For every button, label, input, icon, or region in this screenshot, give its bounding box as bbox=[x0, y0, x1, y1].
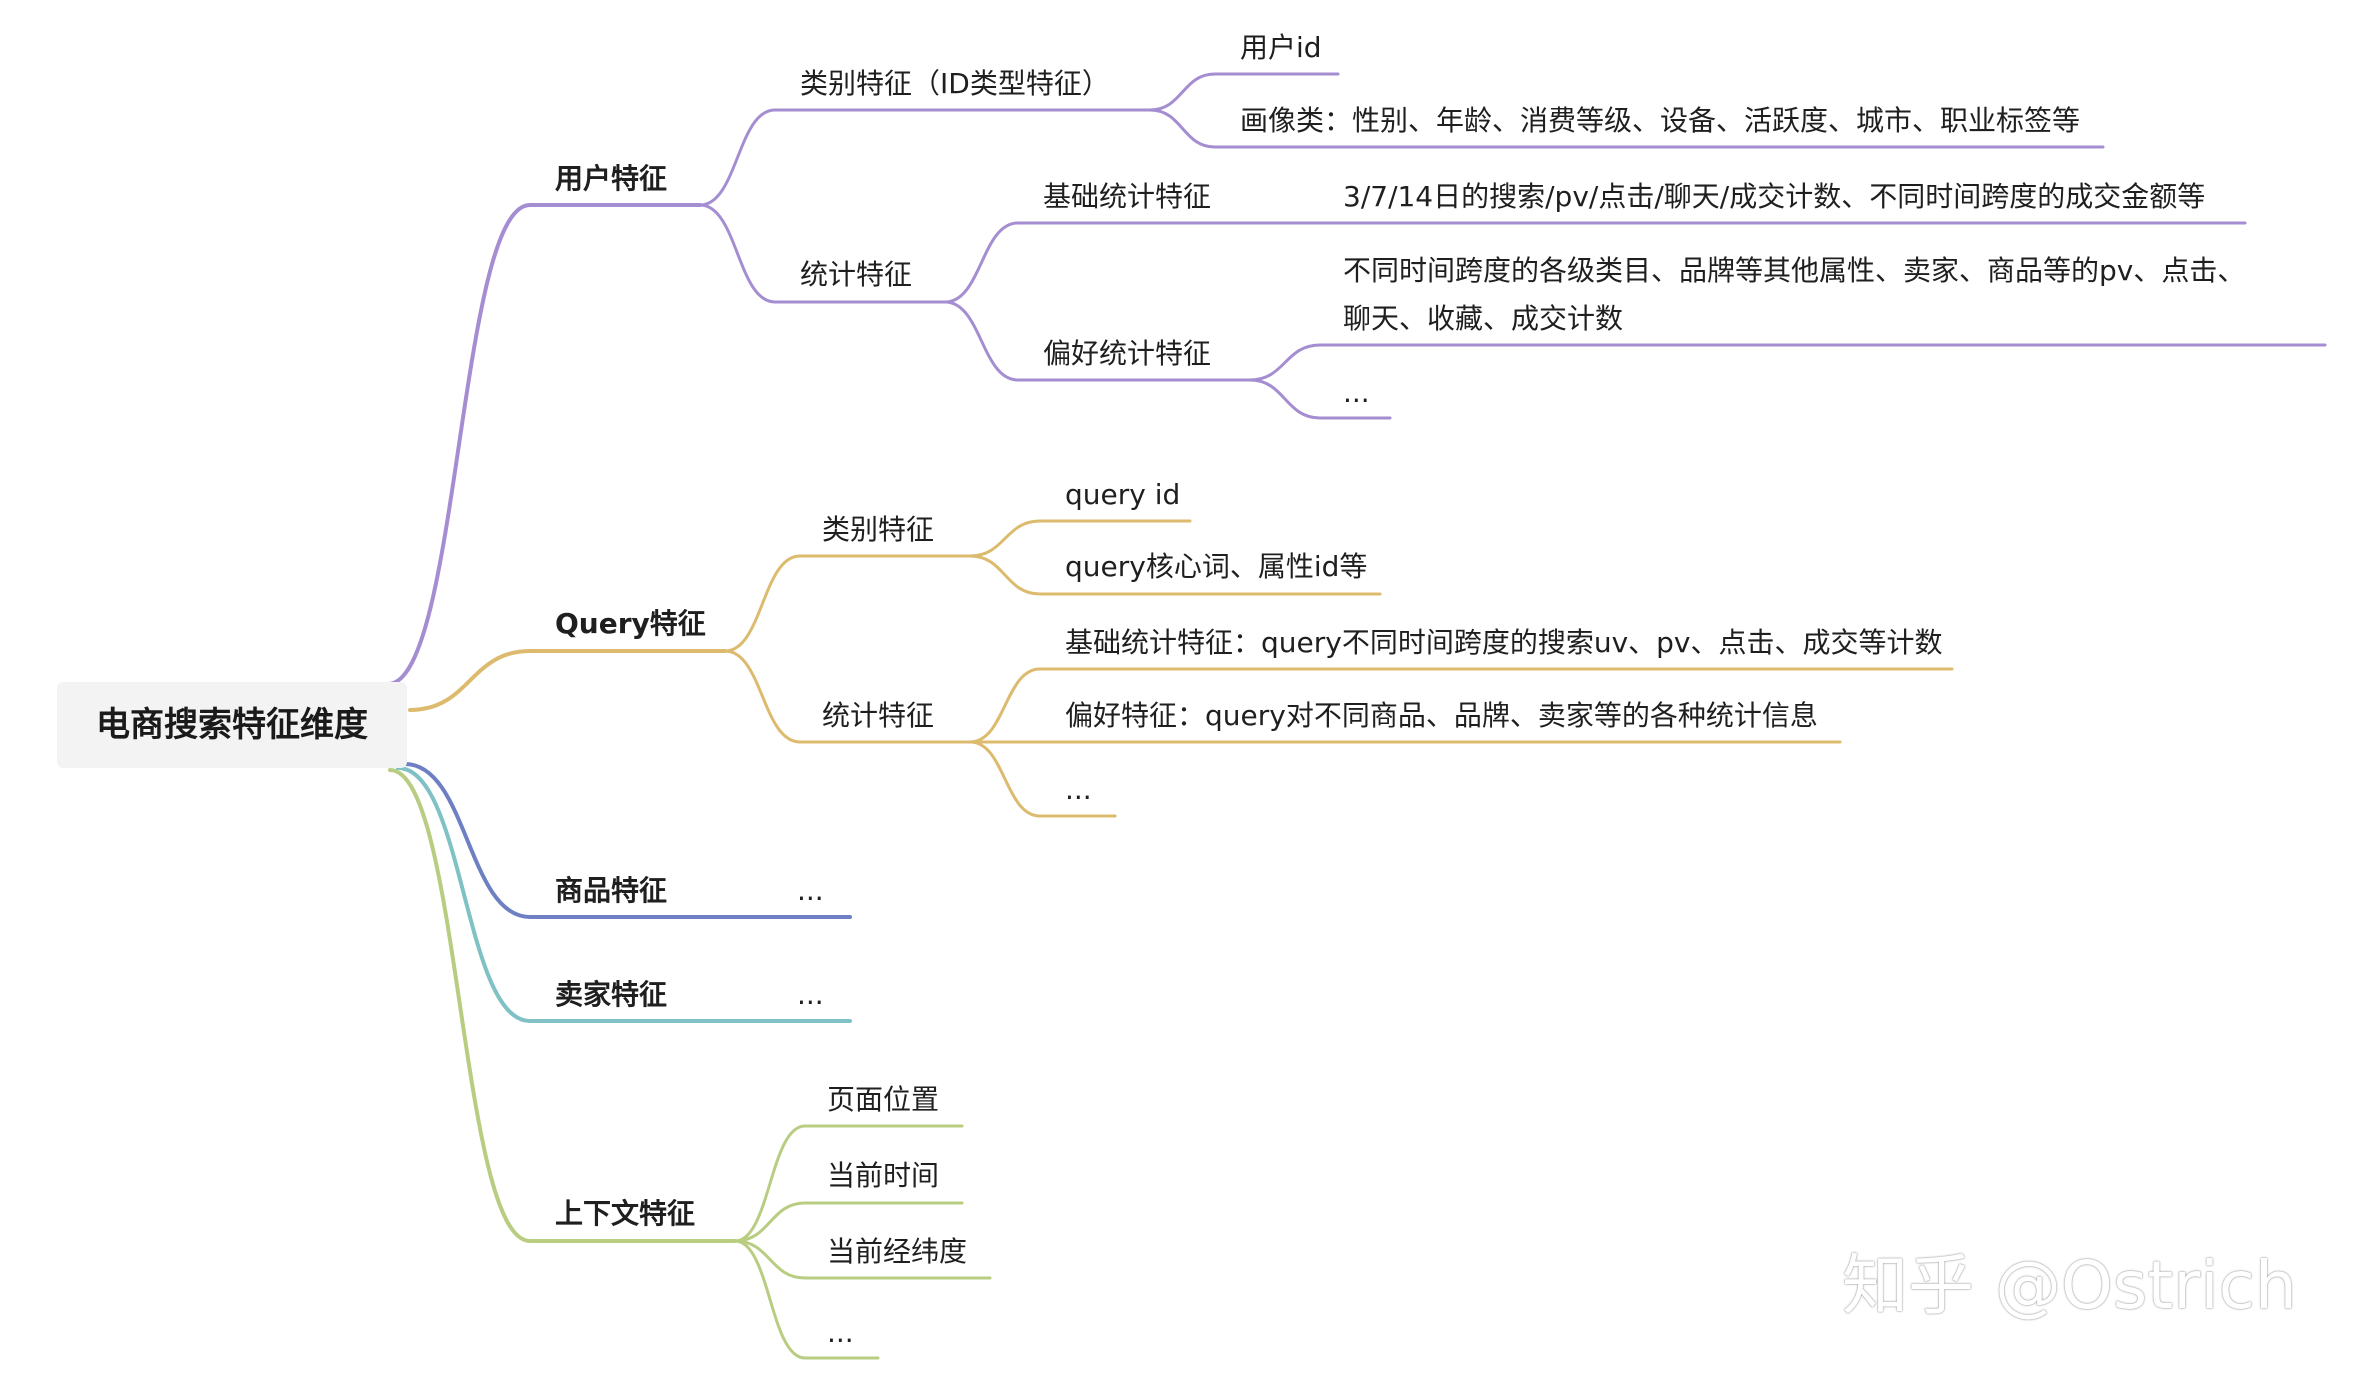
node-user-preference-more[interactable]: ... bbox=[1343, 376, 1370, 409]
node-seller-more[interactable]: ... bbox=[797, 978, 824, 1011]
node-query-stats-more[interactable]: ... bbox=[1065, 773, 1092, 806]
node-user-basic-stats[interactable]: 基础统计特征 bbox=[1043, 180, 1212, 213]
link-preference-detail bbox=[1248, 343, 1322, 382]
node-query-id[interactable]: query id bbox=[1065, 478, 1181, 511]
link-root-product bbox=[403, 762, 532, 919]
link-qstats-more bbox=[968, 740, 1042, 818]
link-context-geo bbox=[733, 1239, 807, 1280]
link-root-query bbox=[408, 649, 532, 712]
node-user-category[interactable]: 类别特征（ID类型特征） bbox=[800, 67, 1110, 100]
node-user-profile[interactable]: 画像类：性别、年龄、消费等级、设备、活跃度、城市、职业标签等 bbox=[1240, 104, 2081, 137]
node-user-id[interactable]: 用户id bbox=[1240, 31, 1322, 64]
link-root-context bbox=[388, 768, 532, 1243]
root-node[interactable]: 电商搜索特征维度 bbox=[57, 682, 407, 768]
node-product-features[interactable]: 商品特征 bbox=[555, 874, 668, 907]
link-category-profile bbox=[1148, 108, 1217, 149]
link-user-category bbox=[698, 108, 777, 207]
node-seller-features[interactable]: 卖家特征 bbox=[555, 978, 668, 1011]
node-query-basic-stats[interactable]: 基础统计特征：query不同时间跨度的搜索uv、pv、点击、成交等计数 bbox=[1065, 626, 1943, 659]
node-context-more[interactable]: ... bbox=[827, 1316, 854, 1349]
link-context-time bbox=[733, 1201, 807, 1243]
link-query-category bbox=[723, 554, 802, 653]
node-query-core-terms[interactable]: query核心词、属性id等 bbox=[1065, 550, 1368, 583]
node-context-features[interactable]: 上下文特征 bbox=[555, 1197, 696, 1230]
node-query-stats[interactable]: 统计特征 bbox=[822, 699, 935, 732]
link-preference-more bbox=[1248, 378, 1322, 420]
link-qcat-core bbox=[968, 554, 1042, 596]
link-user-stats bbox=[698, 203, 777, 304]
node-query-category[interactable]: 类别特征 bbox=[822, 513, 935, 546]
node-context-geo[interactable]: 当前经纬度 bbox=[827, 1235, 968, 1268]
node-user-basic-stats-detail[interactable]: 3/7/14日的搜索/pv/点击/聊天/成交计数、不同时间跨度的成交金额等 bbox=[1343, 180, 2206, 213]
node-context-page-position[interactable]: 页面位置 bbox=[827, 1083, 940, 1116]
link-qstats-basic bbox=[968, 667, 1042, 744]
link-category-id bbox=[1148, 72, 1217, 112]
watermark-logo: 知乎 @Ostrich bbox=[1842, 1247, 2297, 1324]
node-query-features[interactable]: Query特征 bbox=[555, 607, 706, 640]
node-user-stats[interactable]: 统计特征 bbox=[800, 258, 913, 291]
node-context-current-time[interactable]: 当前时间 bbox=[827, 1159, 940, 1192]
link-context-position bbox=[733, 1124, 807, 1243]
link-root-seller bbox=[396, 766, 532, 1023]
link-context-more bbox=[733, 1239, 807, 1360]
link-qcat-id bbox=[968, 519, 1042, 558]
node-query-preference[interactable]: 偏好特征：query对不同商品、品牌、卖家等的各种统计信息 bbox=[1065, 699, 1818, 732]
link-root-user bbox=[386, 203, 532, 686]
node-product-more[interactable]: ... bbox=[797, 874, 824, 907]
node-user-preference-stats[interactable]: 偏好统计特征 bbox=[1043, 337, 1212, 370]
link-stats-preference bbox=[943, 300, 1020, 382]
node-user-features[interactable]: 用户特征 bbox=[555, 162, 668, 195]
link-query-stats bbox=[723, 649, 802, 744]
link-stats-basic bbox=[943, 221, 1020, 304]
node-user-preference-detail[interactable]: 不同时间跨度的各级类目、品牌等其他属性、卖家、商品等的pv、点击、聊天、收藏、成… bbox=[1343, 254, 2246, 335]
